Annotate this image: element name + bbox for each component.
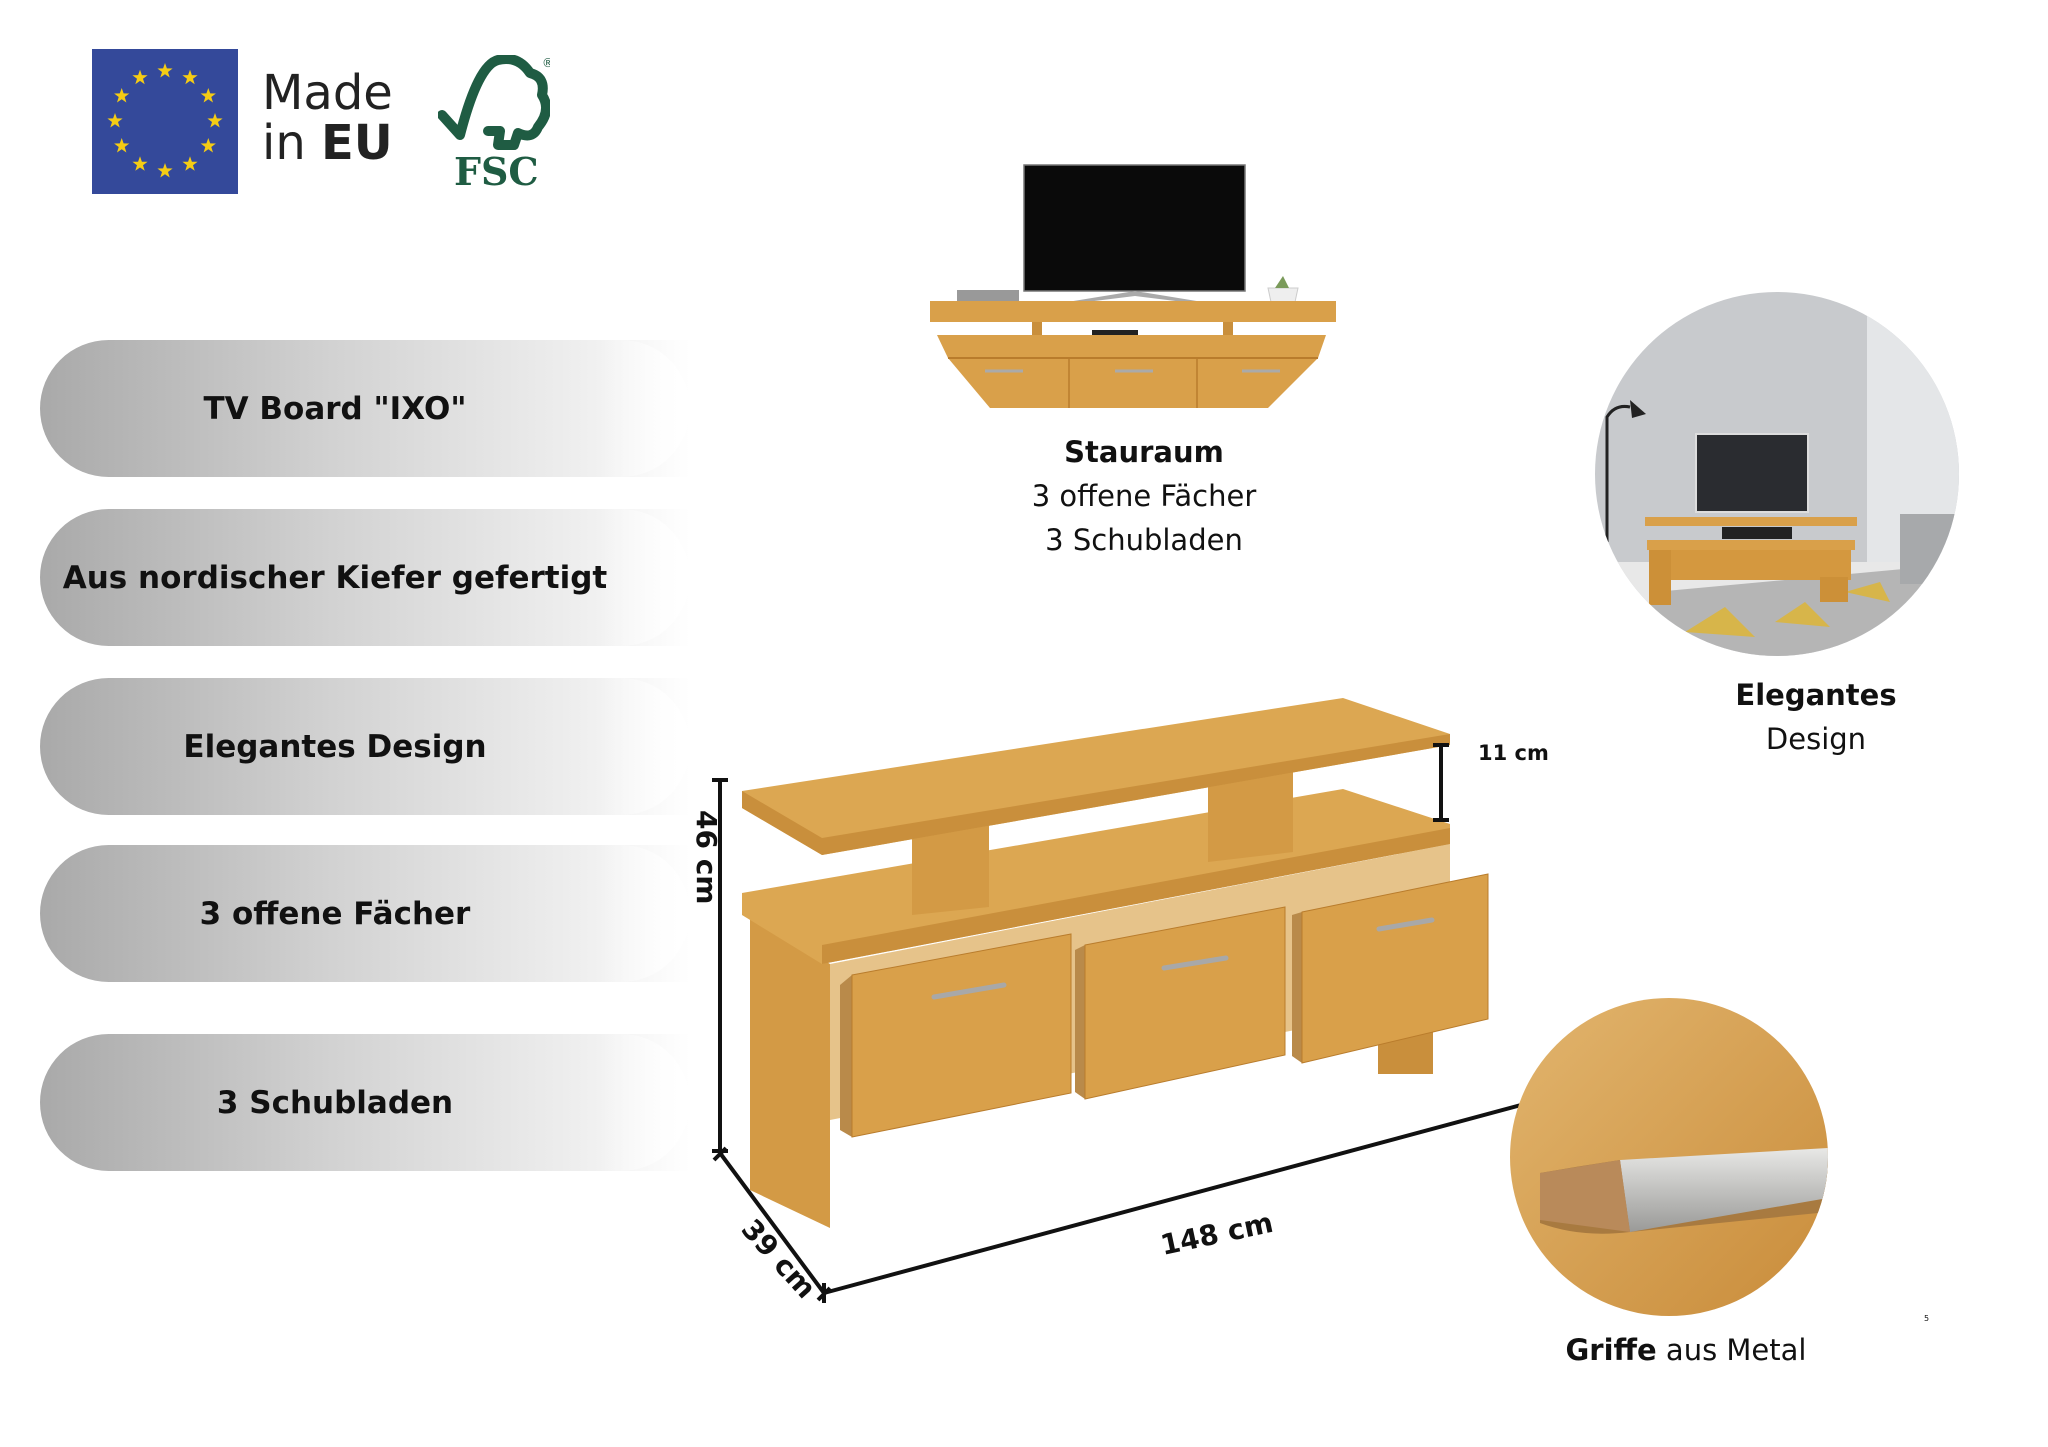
design-caption: Elegantes Design: [1616, 673, 2016, 761]
feature-label: TV Board "IXO": [203, 390, 467, 427]
eu-star-icon: [132, 69, 148, 85]
made-line: Made: [262, 65, 393, 121]
eu-text: EU: [321, 115, 393, 171]
eu-star-icon: [157, 163, 173, 178]
eu-star-icon: [107, 113, 123, 128]
feature-pill: TV Board "IXO": [40, 340, 690, 477]
width-dimension: 148 cm: [1158, 1206, 1276, 1262]
eu-flag-logo: [92, 49, 238, 194]
feature-label: 3 offene Fächer: [199, 895, 471, 932]
eu-star-icon: [114, 88, 130, 103]
tv-board-with-tv-image: [930, 164, 1336, 408]
feature-pill: 3 Schubladen: [40, 1034, 690, 1171]
svg-text:®: ®: [542, 56, 550, 70]
fsc-text: FSC: [454, 149, 539, 190]
eu-star-icon: [157, 63, 173, 78]
feature-label: 3 Schubladen: [216, 1084, 454, 1121]
handles-bold: Griffe: [1565, 1333, 1657, 1367]
feature-pill: Elegantes Design: [40, 678, 690, 815]
handles-rest: aus Metal: [1656, 1333, 1807, 1367]
eu-star-icon: [114, 138, 130, 153]
eu-star-icon: [207, 113, 223, 128]
depth-dimension: 39 cm: [735, 1213, 823, 1305]
eu-star-icon: [200, 88, 216, 103]
feature-label: Elegantes Design: [183, 728, 487, 765]
handles-caption: Griffe aus Metal: [1486, 1328, 1886, 1372]
design-title: Elegantes: [1735, 678, 1897, 712]
feature-pill: Aus nordischer Kiefer gefertigt: [40, 509, 690, 646]
dimension-lines: [712, 743, 1533, 1303]
made-in-eu-text: Made in EU: [262, 68, 393, 168]
feature-pill: 3 offene Fächer: [40, 845, 690, 982]
storage-line: 3 Schubladen: [1045, 523, 1243, 557]
drawer-handles: [931, 917, 1435, 1000]
eu-star-icon: [132, 156, 148, 171]
metal-handle-closeup: [1510, 998, 1828, 1316]
fsc-logo: ® FSC: [438, 55, 550, 190]
eu-star-icon: [200, 138, 216, 153]
shelf-gap-dimension: 11 cm: [1478, 741, 1549, 765]
feature-label: Aus nordischer Kiefer gefertigt: [62, 559, 608, 596]
storage-title: Stauraum: [1064, 435, 1224, 469]
eu-star-icon: [182, 69, 198, 85]
page-number: 5: [1924, 1314, 1930, 1323]
height-dimension: 46 cm: [690, 810, 723, 905]
in-text: in: [262, 115, 322, 171]
design-subtitle: Design: [1765, 722, 1867, 756]
eu-star-icon: [182, 156, 198, 171]
storage-caption: Stauraum 3 offene Fächer 3 Schubladen: [944, 430, 1344, 562]
storage-line: 3 offene Fächer: [1031, 479, 1257, 513]
room-photo-circle: [1595, 292, 1959, 656]
furniture-drawing: [742, 698, 1489, 1228]
